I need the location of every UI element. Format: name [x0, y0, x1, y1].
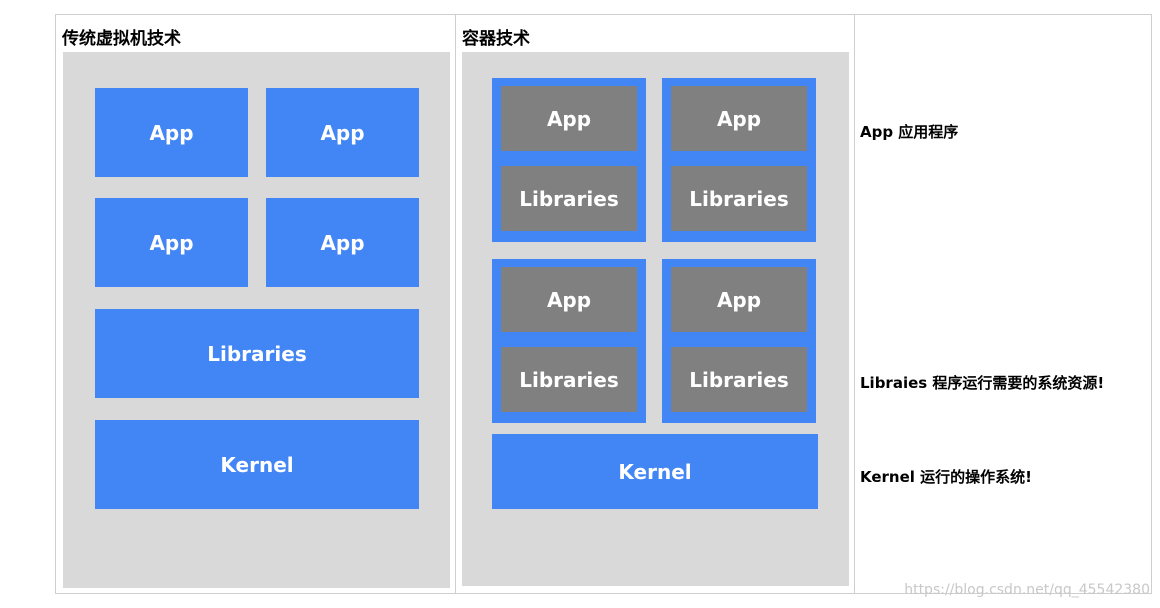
- container-libraries-box-2: Libraries: [671, 166, 807, 231]
- container-libraries-box-4: Libraries: [671, 347, 807, 412]
- vm-app-box-3: App: [95, 198, 248, 287]
- column-divider-1: [455, 14, 456, 594]
- column-divider-2: [854, 14, 855, 594]
- container-libraries-box-1: Libraries: [501, 166, 637, 231]
- container-libraries-box-3: Libraries: [501, 347, 637, 412]
- legend-libraries: Libraies 程序运行需要的系统资源!: [860, 374, 1105, 392]
- container-unit-3: App Libraries: [492, 259, 646, 423]
- container-unit-2: App Libraries: [662, 78, 816, 242]
- container-app-box-2: App: [671, 86, 807, 151]
- legend-app: App 应用程序: [860, 123, 959, 141]
- container-unit-4: App Libraries: [662, 259, 816, 423]
- traditional-vm-panel: App App App App Libraries Kernel: [63, 52, 450, 588]
- container-title: 容器技术: [462, 29, 530, 49]
- table-frame: [55, 14, 1152, 594]
- container-app-box-4: App: [671, 267, 807, 332]
- container-app-box-3: App: [501, 267, 637, 332]
- container-app-box-1: App: [501, 86, 637, 151]
- vm-app-box-4: App: [266, 198, 419, 287]
- watermark-text: https://blog.csdn.net/qq_45542380: [904, 582, 1150, 598]
- vm-kernel-box: Kernel: [95, 420, 419, 509]
- container-panel: App Libraries App Libraries App Librarie…: [462, 52, 849, 586]
- container-unit-1: App Libraries: [492, 78, 646, 242]
- legend-kernel: Kernel 运行的操作系统!: [860, 468, 1032, 486]
- vm-libraries-box: Libraries: [95, 309, 419, 398]
- vm-app-box-2: App: [266, 88, 419, 177]
- traditional-vm-title: 传统虚拟机技术: [62, 29, 181, 49]
- container-kernel-box: Kernel: [492, 434, 818, 509]
- vm-app-box-1: App: [95, 88, 248, 177]
